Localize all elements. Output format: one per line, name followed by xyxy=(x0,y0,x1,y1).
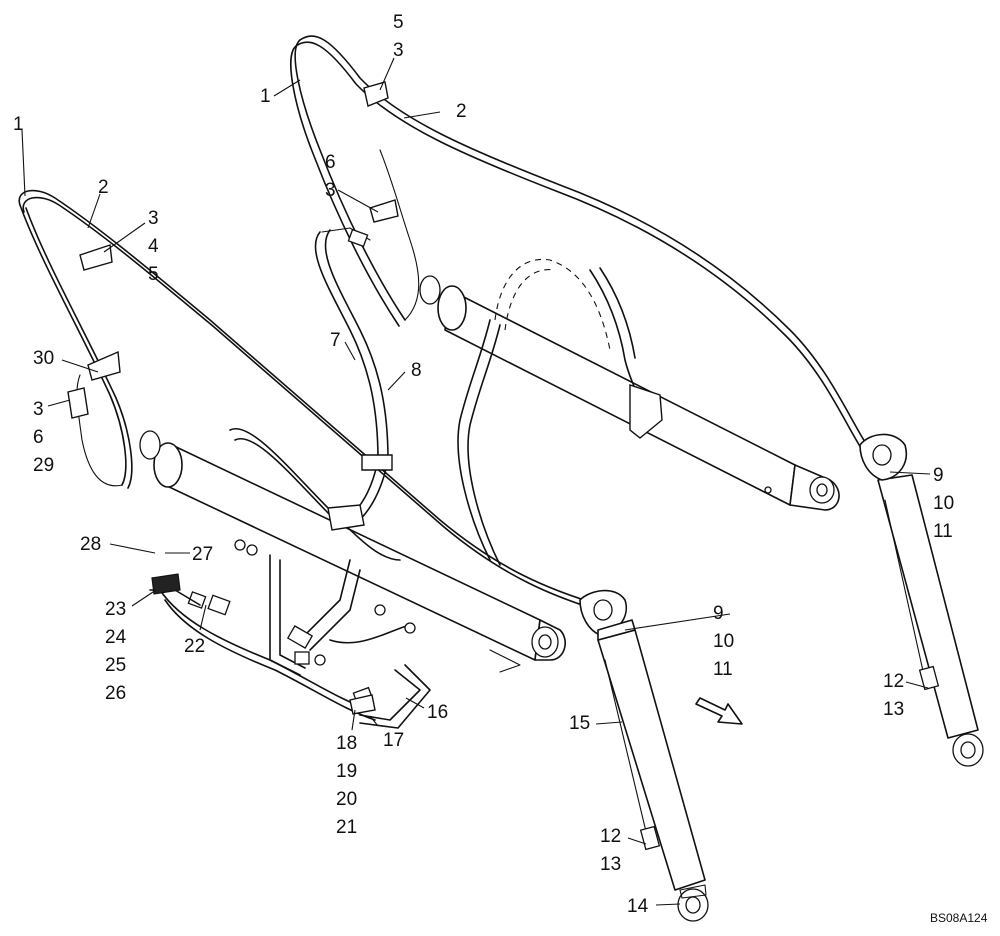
callout-27: 27 xyxy=(192,544,213,565)
callout-28: 28 xyxy=(80,534,101,555)
callout-13: 13 xyxy=(883,699,904,720)
callout-17: 17 xyxy=(383,730,404,751)
center-tube-lines xyxy=(314,227,389,525)
callout-11: 11 xyxy=(933,521,953,542)
callout-6: 6 xyxy=(325,152,336,173)
callout-5: 5 xyxy=(148,264,159,285)
callout-1: 1 xyxy=(13,114,24,135)
callout-1: 1 xyxy=(260,86,271,107)
callout-9: 9 xyxy=(713,603,724,624)
callout-15: 15 xyxy=(569,713,590,734)
callout-18: 18 xyxy=(336,733,357,754)
callout-22: 22 xyxy=(184,636,205,657)
callout-26: 26 xyxy=(105,683,126,704)
callout-labels: 1 1 2 2 3 3 3 3 4 5 5 6 6 7 8 9 9 10 10 … xyxy=(13,12,954,917)
callout-3: 3 xyxy=(148,208,159,229)
callout-11: 11 xyxy=(713,659,733,680)
callout-21: 21 xyxy=(336,817,357,838)
rear-lift-cylinder xyxy=(419,258,840,566)
callout-3: 3 xyxy=(325,180,336,201)
callout-2: 2 xyxy=(98,177,109,198)
hose-clamps xyxy=(67,81,399,715)
callout-29: 29 xyxy=(33,455,54,476)
callout-7: 7 xyxy=(330,330,341,351)
front-tilt-cylinder xyxy=(579,589,709,922)
front-lift-cylinder xyxy=(139,430,566,673)
callout-3: 3 xyxy=(393,40,404,61)
callout-23: 23 xyxy=(105,599,126,620)
callout-25: 25 xyxy=(105,655,126,676)
callout-6: 6 xyxy=(33,427,44,448)
callout-16: 16 xyxy=(427,702,448,723)
callout-24: 24 xyxy=(105,627,127,648)
callout-14: 14 xyxy=(627,896,649,917)
callout-19: 19 xyxy=(336,761,357,782)
callout-5: 5 xyxy=(393,12,404,33)
callout-2: 2 xyxy=(456,101,467,122)
figure-reference-code: BS08A124 xyxy=(930,911,988,925)
callout-12: 12 xyxy=(600,826,621,847)
callout-3: 3 xyxy=(33,399,44,420)
callout-10: 10 xyxy=(933,493,954,514)
direction-arrow-icon xyxy=(695,697,743,725)
rear-tilt-cylinder xyxy=(859,433,984,767)
callout-13: 13 xyxy=(600,854,621,875)
rear-hose-loop xyxy=(290,35,871,457)
callout-8: 8 xyxy=(411,360,422,381)
callout-10: 10 xyxy=(713,631,734,652)
leader-lines xyxy=(21,57,931,906)
callout-12: 12 xyxy=(883,671,904,692)
callout-20: 20 xyxy=(336,789,357,810)
callout-9: 9 xyxy=(933,465,944,486)
callout-4: 4 xyxy=(148,236,159,257)
callout-30: 30 xyxy=(33,348,54,369)
